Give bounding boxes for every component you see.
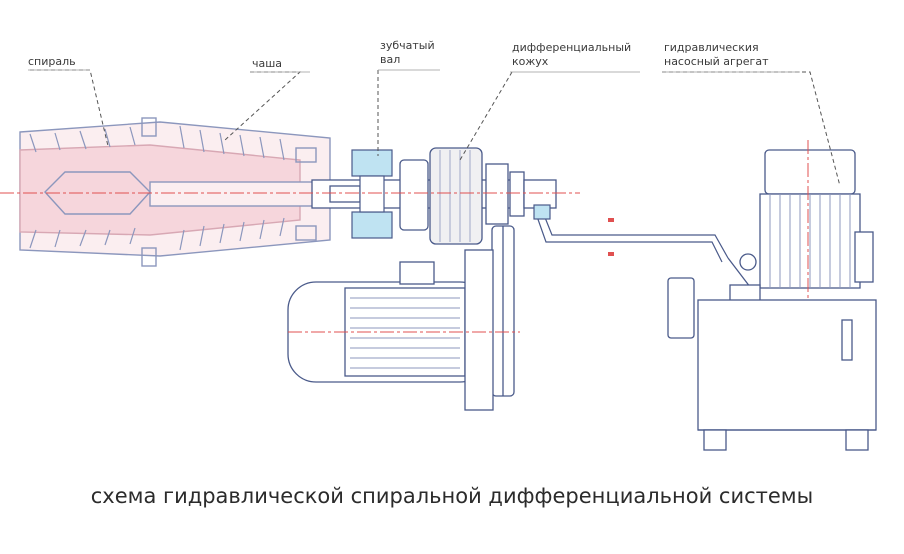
flow-markers <box>608 218 614 256</box>
label-gear-shaft-1: зубчатый <box>380 39 435 52</box>
electric-motor <box>287 249 520 411</box>
belt-drive <box>491 225 515 397</box>
label-bowl: чаша <box>252 57 283 70</box>
hydraulic-pipe <box>533 204 729 263</box>
centrifuge-drum <box>19 117 331 267</box>
gear-shaft <box>351 149 393 239</box>
label-gear-shaft-2: вал <box>380 53 401 66</box>
label-underlines <box>28 69 800 73</box>
label-diff-housing-1: дифференциальный <box>512 41 632 54</box>
label-spiral: спираль <box>28 55 76 68</box>
hydraulic-unit <box>667 140 877 451</box>
label-hydraulic-unit-1: гидравлическия <box>664 41 759 54</box>
label-hydraulic-unit-2: насосный агрегат <box>664 55 769 68</box>
diagram-caption: схема гидравлической спиральной дифферен… <box>90 484 814 508</box>
differential-housing <box>399 147 557 245</box>
label-diff-housing-2: кожух <box>512 55 549 68</box>
